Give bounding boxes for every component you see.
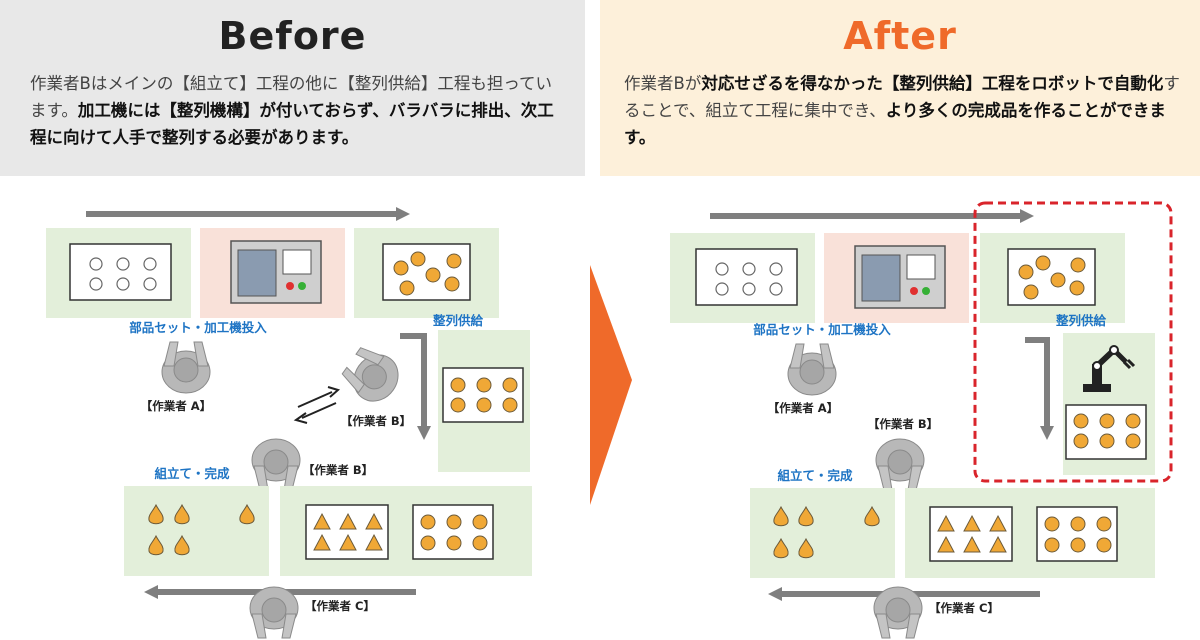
- after-label-align-supply: 整列供給: [1056, 313, 1107, 328]
- label-assembly: 組立て・完成: [154, 466, 230, 481]
- after-parts-tray: [695, 248, 798, 306]
- after-zone-assembly: [750, 488, 895, 578]
- label-worker-a: 【作業者 A】: [141, 399, 211, 413]
- circle-tray: [412, 504, 494, 560]
- after-align-tray: [1065, 404, 1147, 460]
- before-description: 作業者Bはメインの【組立て】工程の他に【整列供給】工程も担っています。加工機には…: [30, 70, 560, 151]
- after-header: After 作業者Bが対応せざるを得なかった【整列供給】工程をロボットで自動化す…: [600, 0, 1200, 176]
- description-segment: 作業者Bが: [624, 74, 702, 93]
- after-flow-arrow-down: [1025, 337, 1050, 428]
- label-worker-c: 【作業者 C】: [305, 599, 375, 613]
- description-segment: より多くの完成品を作ることができます。: [624, 101, 1166, 147]
- after-title: After: [843, 14, 957, 58]
- before-diagram: 部品セット・加工機投入 整列供給 組立て・完成 【作業者 A】 【作業者 B】 …: [46, 207, 532, 639]
- move-arrows: [293, 386, 341, 424]
- worker-b-figure-1: [337, 340, 408, 411]
- after-processing-machine: [854, 245, 946, 309]
- robot-icon: [1083, 345, 1136, 392]
- automation-highlight: [973, 201, 1173, 483]
- flow-arrow-down-head: [417, 426, 431, 440]
- label-align-supply: 整列供給: [433, 313, 484, 328]
- worker-c-figure: [249, 586, 299, 639]
- transition-arrow: [590, 265, 632, 505]
- after-circle-tray: [1036, 506, 1118, 562]
- zone-assembly: [124, 486, 269, 576]
- after-label-assembly: 組立て・完成: [777, 468, 853, 483]
- triangle-tray: [305, 504, 389, 560]
- after-diagram: 整列供給 部品セット・加工機投入 組立て・完成 【作業者 A】 【作業者 B】: [670, 201, 1173, 639]
- after-flow-arrow-top-head: [1020, 209, 1034, 223]
- flow-arrow-top-head: [396, 207, 410, 221]
- parts-tray: [69, 243, 172, 301]
- after-worker-c-figure: [873, 586, 923, 639]
- processing-machine: [230, 240, 322, 304]
- after-flow-arrow-down-head: [1040, 426, 1054, 440]
- after-label-parts-set: 部品セット・加工機投入: [753, 322, 891, 337]
- description-segment: 加工機には【整列機構】が付いておらず、バラバラに排出、次工程に向けて人手で整列す…: [30, 101, 554, 147]
- flow-arrow-down: [400, 333, 427, 428]
- label-parts-set: 部品セット・加工機投入: [129, 320, 267, 335]
- after-label-worker-b: 【作業者 B】: [868, 417, 938, 431]
- after-description: 作業者Bが対応せざるを得なかった【整列供給】工程をロボットで自動化することで、組…: [624, 70, 1184, 151]
- label-worker-b-2: 【作業者 B】: [303, 463, 373, 477]
- before-title: Before: [218, 14, 367, 58]
- after-worker-b-figure: [875, 438, 925, 491]
- label-worker-b-1: 【作業者 B】: [341, 414, 411, 428]
- worker-a-figure: [161, 341, 211, 394]
- after-worker-a-figure: [787, 343, 837, 396]
- after-triangle-tray: [929, 506, 1013, 562]
- align-tray: [442, 367, 524, 423]
- after-flow-arrow-bottom-head: [768, 587, 782, 601]
- after-label-worker-c: 【作業者 C】: [929, 601, 999, 615]
- after-label-worker-a: 【作業者 A】: [768, 401, 838, 415]
- worker-b-figure-2: [251, 438, 301, 491]
- before-header: Before 作業者Bはメインの【組立て】工程の他に【整列供給】工程も担っていま…: [0, 0, 585, 176]
- description-segment: 作業者Bはメインの【組立て】工程の他に【整列供給】工程も担っています。: [30, 74, 552, 120]
- flow-arrow-bottom-head: [144, 585, 158, 599]
- description-segment: 対応せざるを得なかった【整列供給】工程をロボットで自動化: [701, 74, 1164, 93]
- description-segment: することで、組立て工程に集中でき、: [624, 74, 1180, 120]
